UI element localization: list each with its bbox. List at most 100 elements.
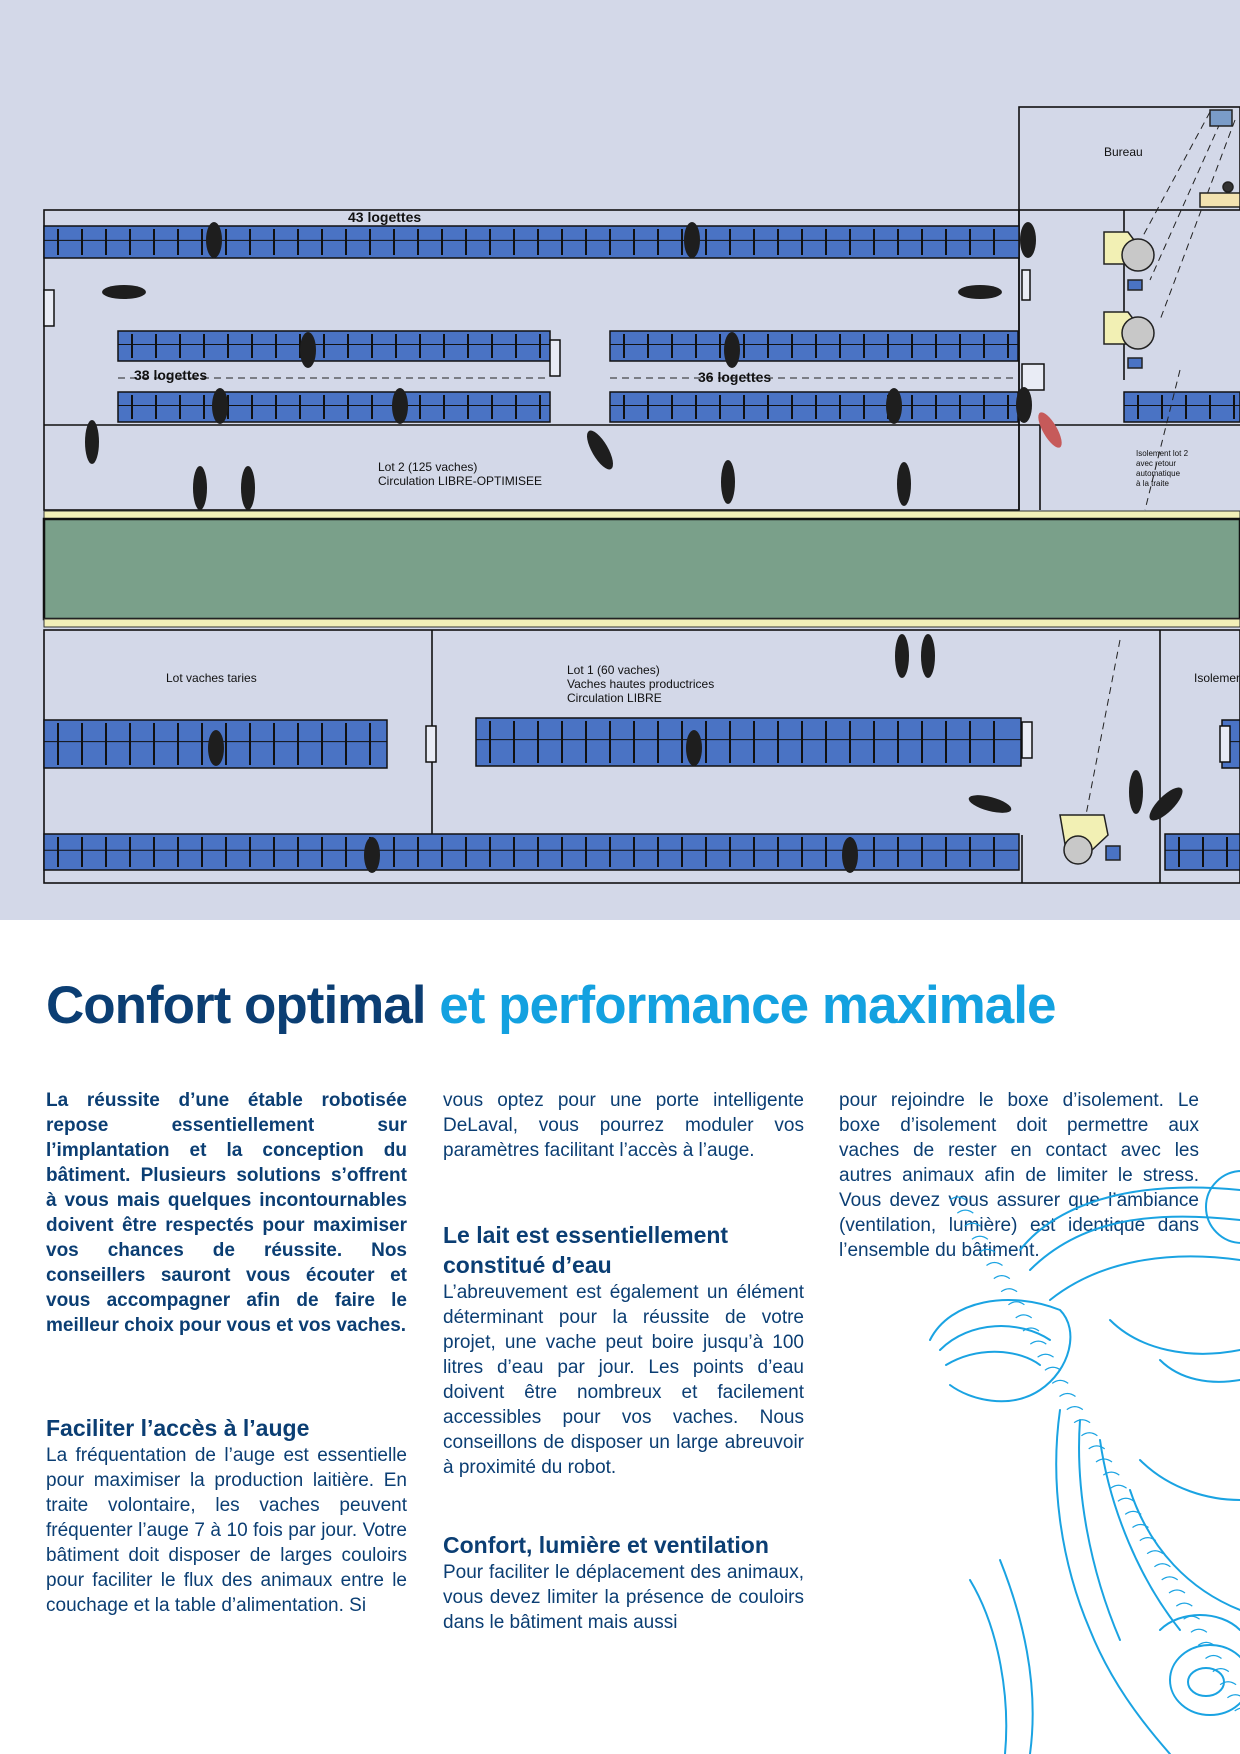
cow-silhouette: [842, 837, 858, 873]
cow-silhouette: [897, 462, 911, 506]
sketch-stroke: [1190, 1628, 1208, 1633]
milking-robots: [1059, 109, 1240, 865]
cow-silhouette: [300, 332, 316, 368]
sketch-stroke: [949, 1196, 967, 1201]
sketch-stroke: [1197, 1641, 1215, 1646]
cow-silhouette: [208, 730, 224, 766]
sketch-stroke: [1022, 1327, 1040, 1332]
cow-silhouette: [193, 466, 207, 510]
title-part-light: et performance maximale: [439, 976, 1056, 1035]
sketch-stroke: [1139, 1537, 1157, 1542]
cow-silhouette: [1020, 222, 1036, 258]
label-isolation-right: Isolemen: [1194, 671, 1240, 685]
text-column-1: La réussite d’une étable robotisée repos…: [46, 1088, 407, 1618]
sketch-stroke: [1044, 1366, 1062, 1371]
floor-plan-drawing: [42, 106, 1240, 884]
gate: [549, 339, 561, 377]
cubicle-row-38-b: [117, 391, 551, 423]
sketch-stroke: [964, 1222, 981, 1227]
paragraph-isolation: pour rejoindre le boxe d’isolement. Le b…: [839, 1090, 1199, 1261]
cow-silhouette: [364, 837, 380, 873]
sketch-stroke: [986, 1261, 1003, 1266]
milking-robot-3: [1059, 814, 1121, 865]
sketch-stroke: [1059, 1392, 1076, 1397]
feed-alley: [42, 510, 1240, 628]
sketch-stroke: [1219, 1681, 1237, 1686]
cubicle-row-bottom: [43, 833, 1020, 871]
gate: [1021, 721, 1033, 759]
cow-silhouette: [587, 430, 613, 470]
cows: [85, 222, 1183, 873]
cubicle-row-36-a: [609, 330, 1019, 362]
sketch-stroke: [971, 1235, 989, 1240]
sketch-stroke: [1175, 1602, 1193, 1607]
sketch-stroke: [1110, 1484, 1127, 1489]
barn-floor-plan: 43 logettes 38 logettes 36 logettes Bure…: [0, 0, 1240, 920]
cow-silhouette: [206, 222, 222, 258]
cow-silhouette: [895, 634, 909, 678]
cubicle-rows: [43, 225, 1240, 871]
paragraph-water: L’abreuvement est également un élément d…: [443, 1282, 804, 1478]
cubicle-row-38-a: [117, 330, 551, 362]
paragraph-smart-gate: vous optez pour une porte intelligente D…: [443, 1090, 804, 1161]
heading-comfort: Confort, lumière et ventilation: [443, 1532, 769, 1558]
sketch-stroke: [1037, 1353, 1054, 1358]
sketch-stroke: [1124, 1510, 1142, 1515]
sketch-stroke: [1088, 1445, 1106, 1450]
cubicle-row-36-b: [609, 391, 1019, 423]
label-lot-2: Lot 2 (125 vaches) Circulation LIBRE-OPT…: [378, 460, 543, 488]
cow-silhouette: [686, 730, 702, 766]
intro-paragraph: La réussite d’une étable robotisée repos…: [46, 1090, 407, 1336]
sketch-stroke: [1212, 1668, 1230, 1673]
sketch-stroke: [1073, 1419, 1091, 1424]
sketch-stroke: [1066, 1406, 1084, 1411]
sketch-stroke: [956, 1209, 974, 1214]
sketch-stroke: [1117, 1497, 1135, 1502]
cow-sketch-icon: [929, 1186, 1240, 1754]
cow-silhouette: [684, 222, 700, 258]
label-43-cubicles: 43 logettes: [348, 209, 422, 225]
cow-silhouette: [921, 634, 935, 678]
gate: [1219, 725, 1231, 763]
milking-robot-2: [1103, 311, 1155, 369]
title-part-dark: Confort optimal: [46, 976, 426, 1035]
cow-silhouette: [886, 388, 902, 424]
cow-silhouette: [241, 466, 255, 510]
cow-silhouette: [392, 388, 408, 424]
cubicle-row-lot1: [475, 717, 1022, 767]
sketch-stroke: [1205, 1654, 1222, 1659]
label-office: Bureau: [1104, 145, 1143, 159]
heading-water: Le lait est essentiellement constitué d’…: [443, 1222, 729, 1278]
label-dry-cows: Lot vaches taries: [166, 671, 257, 685]
sketch-stroke: [1029, 1340, 1047, 1345]
cow-head-illustration: [910, 1160, 1240, 1754]
cubicle-row-43-top: [43, 225, 1020, 259]
sketch-stroke: [1146, 1550, 1164, 1555]
sketch-stroke: [1132, 1523, 1149, 1528]
text-column-3: pour rejoindre le boxe d’isolement. Le b…: [839, 1088, 1199, 1263]
page-title: Confort optimal et performance maximale: [46, 975, 1056, 1036]
sketch-stroke: [1081, 1432, 1098, 1437]
label-36-cubicles: 36 logettes: [698, 369, 772, 385]
cow-silhouette: [212, 388, 228, 424]
paragraph-feed-access: La fréquentation de l’auge est essentiel…: [46, 1445, 407, 1616]
cow-silhouette: [724, 332, 740, 368]
sketch-stroke: [1102, 1471, 1120, 1476]
cow-silhouette: [102, 285, 146, 299]
sketch-stroke: [1154, 1563, 1171, 1568]
sketch-stroke: [1168, 1589, 1186, 1594]
label-isolation-lot-2: Isolement lot 2 avec retour automatique …: [1136, 449, 1189, 488]
office-computer: [1209, 109, 1233, 127]
cow-silhouette: [1129, 770, 1143, 814]
sketch-stroke: [1015, 1314, 1033, 1319]
gate: [43, 289, 55, 327]
sketch-stroke: [1234, 1707, 1240, 1712]
sketch-stroke: [1051, 1379, 1069, 1384]
paragraph-comfort: Pour faciliter le déplacement des animau…: [443, 1562, 804, 1633]
office-desk: [1199, 192, 1240, 208]
cow-silhouette: [85, 420, 99, 464]
cow-silhouette: [1016, 387, 1032, 423]
text-column-2: vous optez pour une porte intelligente D…: [443, 1088, 804, 1635]
gate: [1021, 363, 1045, 391]
cow-silhouette: [1038, 412, 1062, 448]
